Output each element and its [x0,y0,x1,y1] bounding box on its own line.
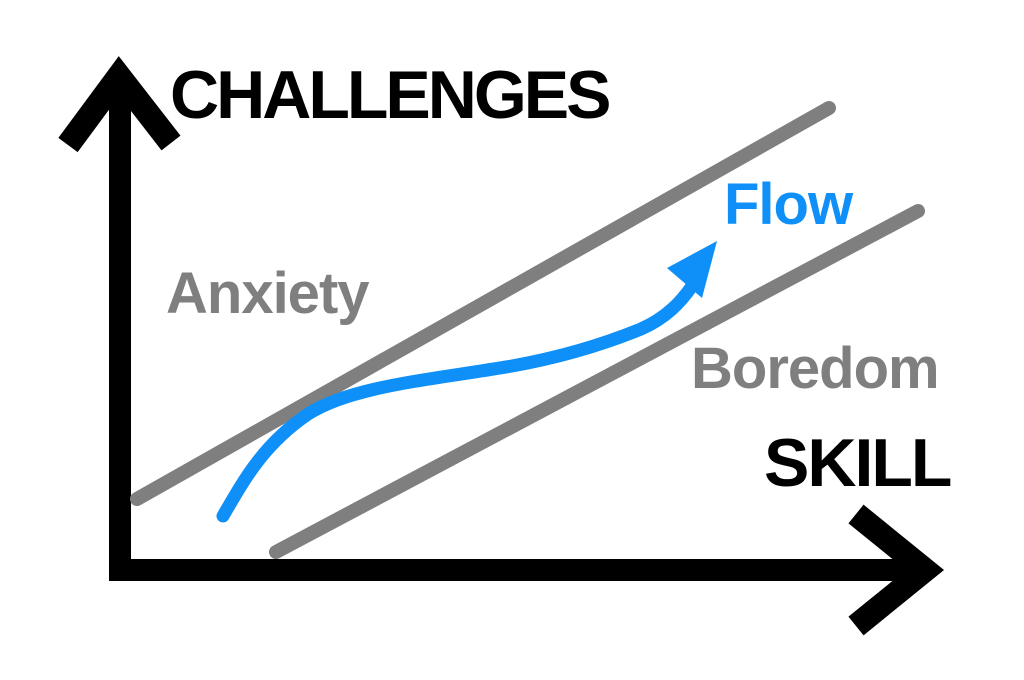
lower-channel-line [269,204,925,559]
x-axis-label: SKILL [764,425,952,501]
y-axis-arrowhead-icon [58,56,181,153]
flow-arrow-curve [216,279,699,523]
x-axis-arrowhead-icon [848,504,945,636]
flow-region-label: Flow [724,172,853,237]
flow-arrow [216,241,717,523]
y-axis-label: CHALLENGES [170,57,611,133]
x-axis [109,504,945,636]
flow-arrowhead-icon [667,241,717,298]
upper-channel-line [130,101,836,506]
y-axis [58,56,181,581]
boredom-region-label: Boredom [691,336,940,401]
anxiety-region-label: Anxiety [166,261,370,326]
